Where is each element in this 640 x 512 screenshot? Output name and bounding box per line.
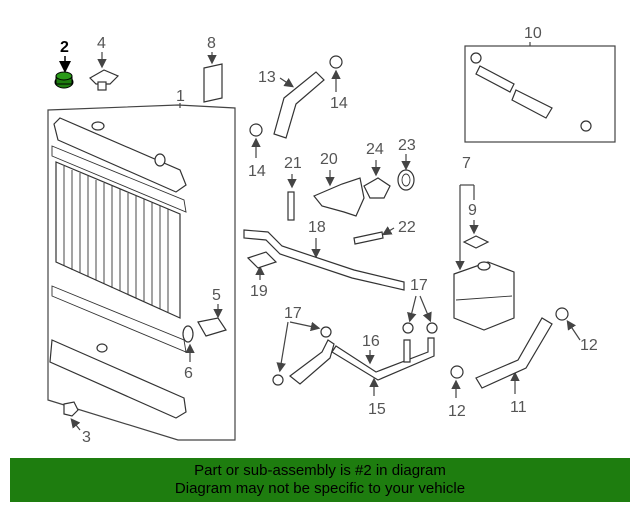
radiator-cap-highlighted: [54, 71, 74, 89]
callout-14-top: 14: [330, 95, 348, 112]
callout-17-left: 17: [284, 305, 302, 322]
banner-line-2: Diagram may not be specific to your vehi…: [174, 480, 466, 497]
callout-18: 18: [308, 219, 326, 236]
parts-diagram: 1 2 3 4 5 6 7 8 9 10: [47, 25, 616, 446]
callout-14-left: 14: [248, 163, 266, 180]
callout-22: 22: [398, 219, 416, 236]
callout-7: 7: [462, 155, 471, 172]
coolant-reservoir: [453, 261, 515, 331]
callout-11: 11: [510, 399, 527, 416]
callout-24: 24: [366, 141, 384, 158]
callout-2: 2: [60, 39, 69, 56]
callout-12-left: 12: [448, 403, 466, 420]
hose-kit: [470, 52, 592, 132]
callout-12-right: 12: [580, 337, 598, 354]
callout-1: 1: [176, 88, 185, 105]
callout-17-right: 17: [410, 277, 428, 294]
callout-6: 6: [184, 365, 193, 382]
callout-4: 4: [97, 35, 106, 52]
callout-13: 13: [258, 69, 276, 86]
callout-10: 10: [524, 25, 542, 42]
callout-3: 3: [82, 429, 91, 446]
callout-8: 8: [207, 35, 216, 52]
radiator-core: [55, 161, 181, 319]
callout-19: 19: [250, 283, 268, 300]
callout-20: 20: [320, 151, 338, 168]
banner-line-1: Part or sub-assembly is #2 in diagram: [194, 462, 446, 479]
callout-5: 5: [212, 287, 221, 304]
callout-21: 21: [284, 155, 302, 172]
callout-15: 15: [368, 401, 386, 418]
callout-9: 9: [468, 202, 477, 219]
callout-16: 16: [362, 333, 380, 350]
info-banner: Part or sub-assembly is #2 in diagram Di…: [10, 458, 630, 502]
radiator-assembly: [47, 104, 236, 441]
callout-23: 23: [398, 137, 416, 154]
